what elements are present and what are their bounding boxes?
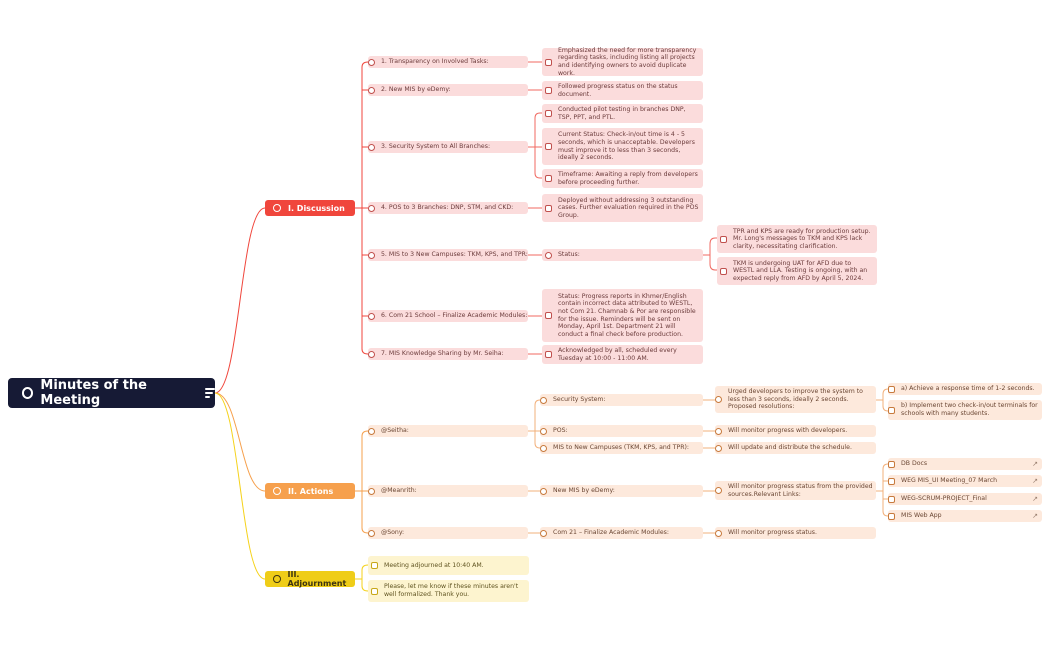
circle-icon [715,396,722,403]
link-weg-mis-ui[interactable]: WEG MIS_UI Meeting_07 March↗ [888,475,1042,487]
circle-icon [368,529,375,537]
checkbox-icon [888,477,895,485]
section-discussion[interactable]: I. Discussion [265,200,355,216]
external-link-icon[interactable]: ↗ [1032,512,1038,520]
discussion-detail[interactable]: Current Status: Check-in/out time is 4 -… [542,128,703,165]
circle-icon [368,350,375,358]
checkbox-icon [888,495,895,503]
external-link-icon[interactable]: ↗ [1032,477,1038,485]
circle-icon [540,396,547,404]
checkbox-icon [545,110,552,117]
discussion-detail[interactable]: TPR and KPS are ready for production set… [717,225,877,253]
checkbox-icon [545,175,552,182]
checkbox-icon [545,143,552,150]
action-person[interactable]: @Seitha: [368,425,528,437]
discussion-detail[interactable]: Deployed without addressing 3 outstandin… [542,194,703,222]
circle-icon [22,387,34,399]
circle-icon [715,427,722,435]
root-topic[interactable]: Minutes of the Meeting [8,378,215,408]
discussion-detail[interactable]: Conducted pilot testing in branches DNP,… [542,104,703,123]
checkbox-icon [371,587,378,595]
link-weg-scrum[interactable]: WEG-SCRUM-PROJECT_Final↗ [888,493,1042,505]
section-adjournment[interactable]: III. Adjournment [265,570,355,588]
circle-icon [540,529,547,537]
discussion-item[interactable]: 1. Transparency on Involved Tasks: [368,56,528,68]
link-mis-web-app[interactable]: MIS Web App↗ [888,510,1042,522]
discussion-detail[interactable]: Status: [542,249,703,261]
action-note[interactable]: Will monitor progress status. [715,527,876,539]
section-actions[interactable]: II. Actions [265,483,355,499]
action-note[interactable]: Will update and distribute the schedule. [715,442,876,454]
action-task[interactable]: Security System: [540,394,703,406]
action-note[interactable]: Will monitor progress with developers. [715,425,876,437]
section-label: I. Discussion [288,203,345,213]
circle-icon [368,143,375,151]
discussion-item[interactable]: 4. POS to 3 Branches: DNP, STM, and CKD: [368,202,528,214]
circle-icon [368,86,375,94]
circle-icon [368,204,375,212]
circle-icon [368,312,375,320]
action-task[interactable]: POS: [540,425,703,437]
circle-icon [368,427,375,435]
circle-icon [715,444,722,452]
adjournment-item[interactable]: Please, let me know if these minutes are… [368,580,529,602]
circle-icon [368,58,375,66]
circle-icon [540,487,547,495]
circle-icon [715,529,722,537]
circle-icon [540,444,547,452]
checkbox-icon [888,385,895,393]
discussion-item[interactable]: 6. Com 21 School – Finalize Academic Mod… [368,310,528,322]
circle-icon [368,487,375,495]
action-task[interactable]: Com 21 – Finalize Academic Modules: [540,527,703,539]
action-task[interactable]: MIS to New Campuses (TKM, KPS, and TPR): [540,442,703,454]
discussion-detail[interactable]: Emphasized the need for more transparenc… [542,47,703,77]
lines-icon[interactable] [204,386,215,400]
circle-icon [273,575,281,583]
discussion-detail[interactable]: Acknowledged by all, scheduled every Tue… [542,345,703,364]
circle-icon [545,251,552,259]
circle-icon [273,204,281,212]
action-task[interactable]: New MIS by eDemy: [540,485,703,497]
checkbox-icon [720,235,727,243]
checkbox-icon [545,87,552,94]
discussion-item[interactable]: 2. New MIS by eDemy: [368,84,528,96]
checkbox-icon [545,312,552,319]
link-db-docs[interactable]: DB Docs↗ [888,458,1042,470]
checkbox-icon [371,562,378,569]
adjournment-item[interactable]: Meeting adjourned at 10:40 AM. [368,556,529,575]
discussion-detail[interactable]: Timeframe: Awaiting a reply from develop… [542,169,703,188]
discussion-item[interactable]: 5. MIS to 3 New Campuses: TKM, KPS, and … [368,249,528,261]
action-note[interactable]: Will monitor progress status from the pr… [715,481,876,500]
section-label: III. Adjournment [287,570,347,588]
discussion-item[interactable]: 7. MIS Knowledge Sharing by Mr. Seiha: [368,348,528,360]
resolution-item[interactable]: b) Implement two check-in/out terminals … [888,400,1042,420]
circle-icon [273,487,281,495]
discussion-detail[interactable]: Followed progress status on the status d… [542,81,703,100]
action-note[interactable]: Urged developers to improve the system t… [715,386,876,413]
circle-icon [368,251,375,259]
action-person[interactable]: @Meanrith: [368,485,528,497]
action-person[interactable]: @Sony: [368,527,528,539]
section-label: II. Actions [288,486,334,496]
resolution-item[interactable]: a) Achieve a response time of 1-2 second… [888,383,1042,395]
circle-icon [715,487,722,494]
discussion-item[interactable]: 3. Security System to All Branches: [368,141,528,153]
external-link-icon[interactable]: ↗ [1032,495,1038,503]
checkbox-icon [888,406,895,414]
discussion-detail[interactable]: TKM is undergoing UAT for AFD due to WES… [717,257,877,285]
circle-icon [540,427,547,435]
checkbox-icon [545,204,552,212]
checkbox-icon [545,351,552,358]
root-label: Minutes of the Meeting [40,378,148,408]
checkbox-icon [545,58,552,66]
checkbox-icon [888,512,895,520]
checkbox-icon [888,460,895,468]
external-link-icon[interactable]: ↗ [1032,460,1038,468]
discussion-detail[interactable]: Status: Progress reports in Khmer/Englis… [542,289,703,342]
checkbox-icon [720,267,727,275]
